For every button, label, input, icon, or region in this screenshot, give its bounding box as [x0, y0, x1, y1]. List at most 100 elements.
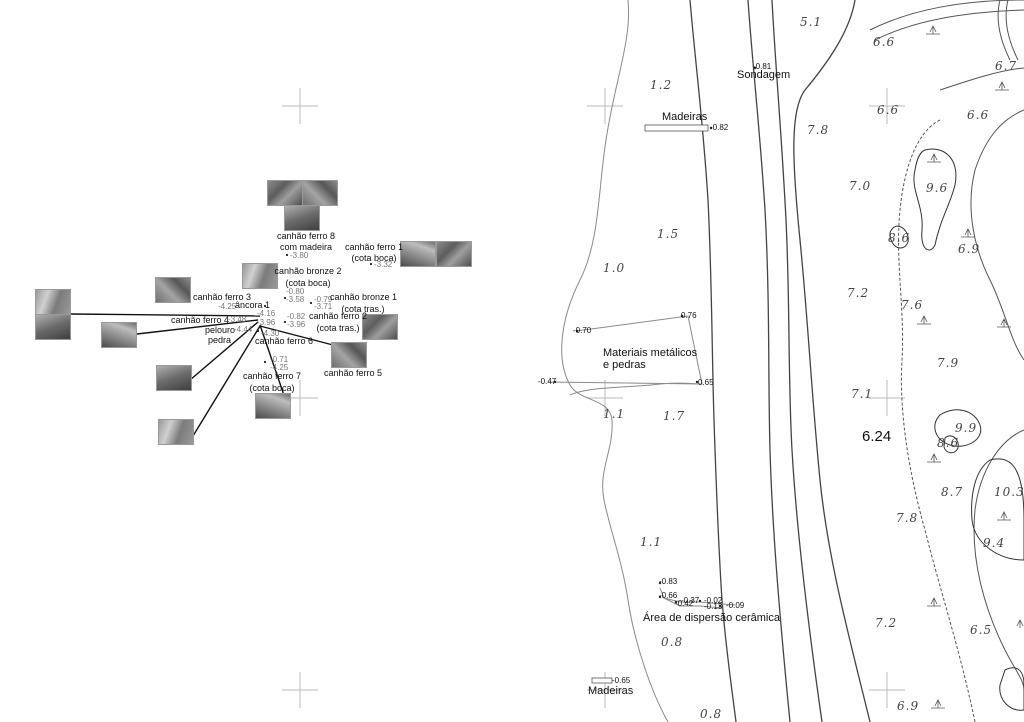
photo-canhao-bronze-2 — [242, 263, 278, 289]
label-area-ceramica: Área de dispersão cerâmica — [643, 612, 780, 624]
madeiras-bar-bottom — [591, 677, 613, 684]
photo-pedra — [158, 419, 194, 445]
value-pelouro: -4.44 — [234, 325, 253, 334]
grid-crosses — [282, 88, 905, 708]
value-071: -0.71 — [270, 355, 289, 364]
point-042: -0.42 — [675, 599, 694, 608]
point-013: -0.13 — [704, 602, 723, 611]
island-86 — [889, 225, 909, 249]
label-madeiras-bottom: Madeiras — [588, 685, 634, 697]
label-pedra: pedra — [208, 335, 232, 345]
contour-c — [771, 0, 823, 722]
depth-d103: 10.3 — [994, 485, 1024, 499]
depth-d79: 7.9 — [937, 356, 960, 370]
value-080: -0.80 — [286, 287, 305, 296]
photo-canhao-ferro-1-b — [436, 241, 472, 267]
depth-d78b: 7.8 — [896, 511, 919, 525]
label-madeiras-top: Madeiras — [662, 111, 708, 123]
depth-d66c: 6.6 — [967, 108, 990, 122]
value-082: -0.82 — [287, 312, 306, 321]
point-009: -0.09 — [726, 601, 745, 610]
photo-canhao-ferro-1-a — [400, 241, 436, 267]
point-082: -0.82 — [710, 123, 729, 132]
depth-d72b: 7.2 — [875, 616, 898, 630]
depth-d17: 1.7 — [663, 409, 686, 423]
value-cf1: -3.32 — [374, 260, 393, 269]
depth-d78a: 7.8 — [807, 123, 830, 137]
point-065b: -0.65 — [612, 676, 631, 685]
point-070: -0.70 — [573, 326, 592, 335]
photo-pelouro — [156, 365, 192, 391]
ceramic-polyline — [659, 587, 736, 606]
label-canhao-ferro-3: canhão ferro 3 — [193, 292, 252, 302]
point-076: 0.76 — [681, 311, 697, 320]
label-pelouro: pelouro — [205, 325, 236, 335]
depth-d96: 9.6 — [926, 181, 949, 195]
depth-d99: 9.9 — [955, 421, 978, 435]
depth-d76: 7.6 — [901, 298, 924, 312]
value-396b: -3.96 — [287, 320, 306, 329]
shoreline — [561, 0, 669, 722]
depth-d67: 6.7 — [995, 59, 1018, 73]
survey-point-marks — [553, 66, 757, 608]
label-canhao-ferro-1: canhão ferro 1 (cota boca) — [344, 242, 404, 263]
point-065: 0.65 — [698, 378, 714, 387]
label-big-value: 6.24 — [862, 428, 892, 445]
depth-d08a: 0.8 — [661, 635, 684, 649]
photo-canhao-ferro-8-c — [284, 205, 320, 231]
depth-d08b: 0.8 — [700, 707, 723, 721]
value-cf3: -4.25 — [218, 302, 237, 311]
value-371: -3.71 — [314, 302, 333, 311]
label-canhao-ferro-6: canhão ferro 6 — [255, 336, 314, 346]
depth-d11b: 1.1 — [640, 535, 663, 549]
depth-d86a: 8.6 — [888, 231, 911, 245]
island-99 — [934, 409, 982, 447]
photo-canhao-ferro-5 — [331, 342, 367, 368]
point-083: -0.83 — [659, 577, 678, 586]
value-396: -3.96 — [257, 318, 276, 327]
depth-d51: 5.1 — [800, 15, 823, 29]
value-079: -0.79 — [314, 295, 333, 304]
depth-d65: 6.5 — [970, 623, 993, 637]
materials-polygon — [547, 315, 703, 385]
depth-d71: 7.1 — [851, 387, 874, 401]
value-358: -3.58 — [286, 295, 305, 304]
photo-left-b — [35, 314, 71, 340]
photo-canhao-ferro-2 — [362, 314, 398, 340]
cannon-point-marks — [256, 253, 373, 364]
contour-f — [970, 109, 1024, 361]
photo-canhao-ferro-8-b — [302, 180, 338, 206]
depth-d66a: 6.6 — [873, 35, 896, 49]
value-cf4: -3.48 — [228, 315, 247, 324]
value-cf8: -3.80 — [290, 251, 309, 260]
depth-d66b: 6.6 — [877, 103, 900, 117]
photo-left-a — [35, 289, 71, 315]
label-canhao-bronze-1: canhão bronze 1 (cota tras.) — [330, 292, 398, 314]
photo-canhao-ferro-8-a — [267, 180, 303, 206]
label-canhao-ferro-2: canhão ferro 2 (cota tras.) — [308, 311, 368, 333]
point-037: -0.37 — [681, 596, 700, 605]
photo-canhao-ferro-3 — [155, 277, 191, 303]
photo-canhao-ferro-7 — [255, 393, 291, 419]
label-canhao-ferro-7: canhão ferro 7 (cota boca) — [242, 371, 302, 393]
contour-g — [973, 429, 1024, 691]
road-lines — [869, 0, 1024, 91]
point-047: -0.47 — [538, 377, 557, 386]
value-425: -4.25 — [270, 363, 289, 372]
photo-canhao-ferro-4 — [101, 322, 137, 348]
point-081: -0.81 — [753, 62, 772, 71]
island-small — [999, 667, 1024, 711]
contour-d — [793, 0, 871, 722]
depth-d15: 1.5 — [657, 227, 680, 241]
value-ancora: -4.16 — [257, 309, 276, 318]
depth-d94: 9.4 — [983, 536, 1006, 550]
label-canhao-ferro-8: canhão ferro 8 com madeira — [276, 231, 336, 252]
depth-d72: 7.2 — [847, 286, 870, 300]
label-canhao-ferro-5: canhão ferro 5 — [324, 368, 383, 378]
island-103 — [971, 458, 1024, 561]
label-canhao-ferro-4: canhão ferro 4 — [171, 315, 230, 325]
label-canhao-bronze-2: canhão bronze 2 (cota boca) — [274, 266, 342, 288]
label-sondagem: Sondagem — [737, 69, 791, 81]
